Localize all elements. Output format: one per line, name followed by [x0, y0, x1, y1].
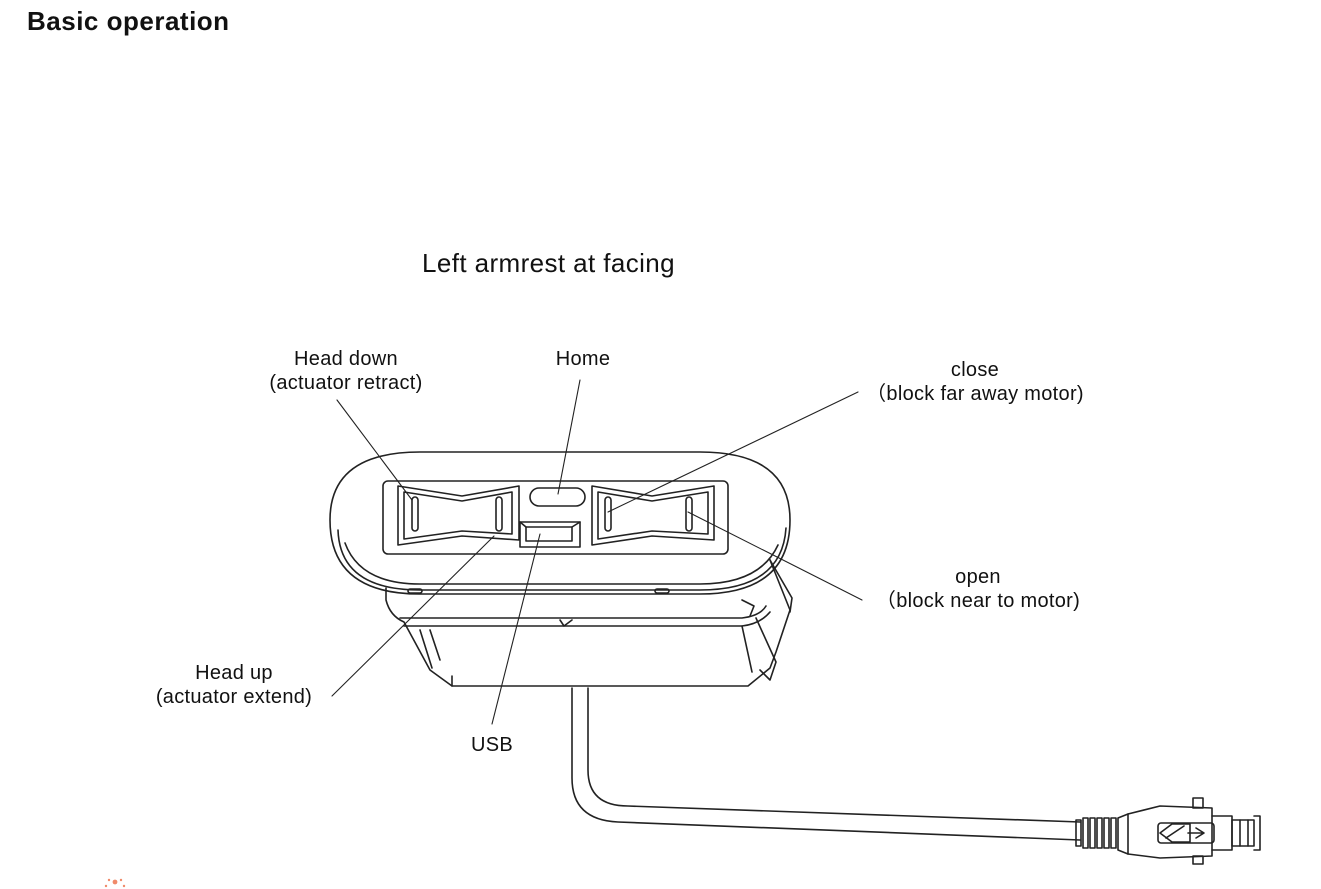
usb-port[interactable] — [519, 521, 581, 548]
label-head-down: Head down (actuator retract) — [269, 348, 423, 394]
open-leader — [687, 511, 863, 601]
home-leader — [557, 379, 581, 495]
leader-lines — [331, 379, 863, 725]
home-button[interactable] — [529, 487, 586, 507]
close-leader — [607, 391, 859, 513]
label-usb: USB — [470, 734, 514, 756]
label-home: Home — [555, 348, 611, 370]
section-title: Basic operation — [27, 6, 230, 36]
head-rocker-button[interactable] — [397, 485, 520, 546]
label-close: close （block far away motor) — [866, 359, 1084, 405]
control-housing — [385, 559, 793, 687]
decorative-mark-icon — [104, 878, 126, 888]
connector-plug — [1075, 797, 1261, 865]
diagram-title: Left armrest at facing — [422, 248, 676, 278]
faceplate — [329, 451, 791, 595]
cable — [571, 687, 1081, 841]
head-down-leader — [336, 399, 413, 501]
head-up-leader — [331, 535, 495, 697]
label-head-up: Head up (actuator extend) — [155, 662, 313, 708]
usb-leader — [491, 533, 541, 725]
label-open: open （block near to motor) — [875, 566, 1081, 612]
